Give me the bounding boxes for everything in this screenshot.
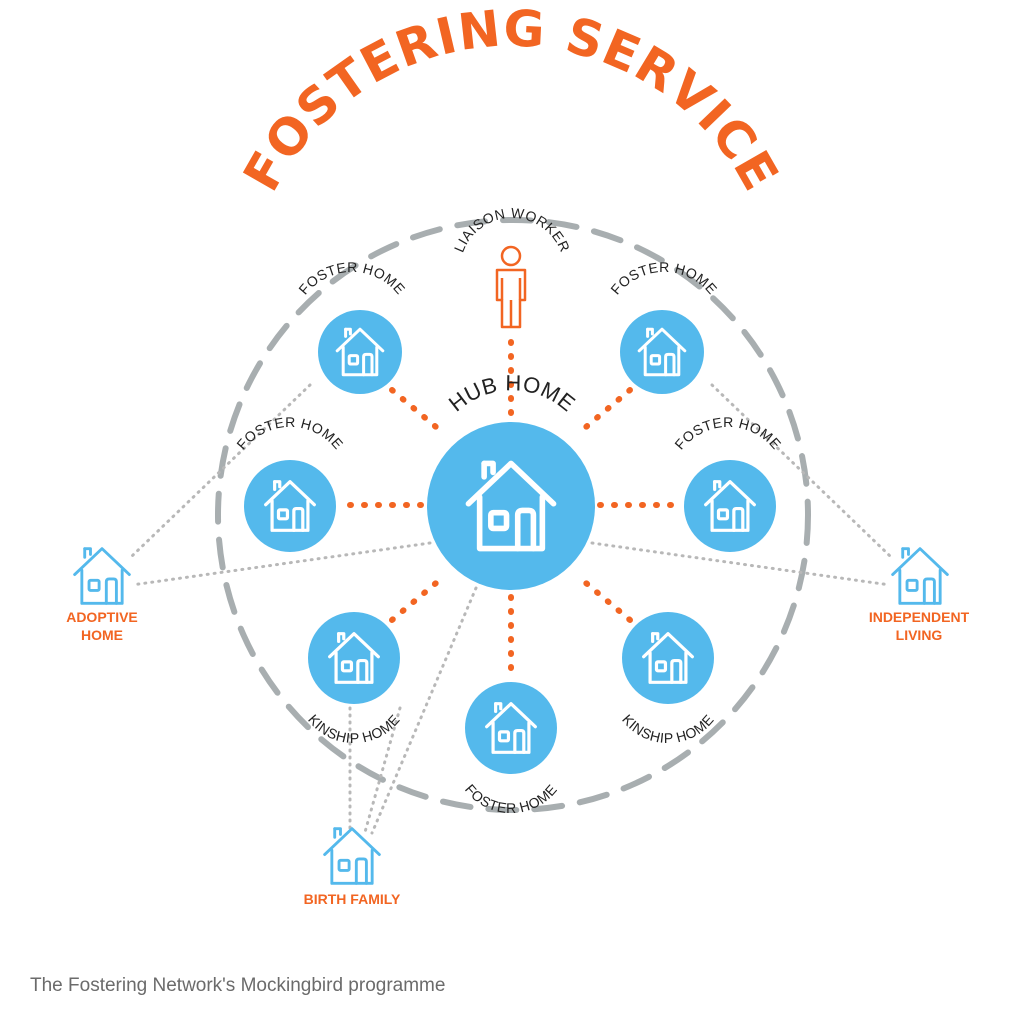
diagram-title-text: FOSTERING SERVICE — [232, 0, 788, 201]
caption: The Fostering Network's Mockingbird prog… — [30, 975, 446, 996]
satellite-kinship-bottom-right: KINSHIP HOME — [619, 612, 716, 746]
satellite-foster-top-left: FOSTER HOME — [295, 259, 408, 394]
diagram-title: FOSTERING SERVICE — [232, 0, 789, 201]
satellite-label: FOSTER HOME — [233, 414, 346, 452]
adoptive-home: ADOPTIVE HOME — [66, 547, 138, 643]
satellite-foster-bottom: FOSTER HOME — [462, 682, 560, 816]
hub-home: HUB HOME — [427, 370, 595, 590]
outer-connectors — [130, 383, 892, 835]
birth-family: BIRTH FAMILY — [304, 827, 401, 907]
satellite-label: FOSTER HOME — [607, 259, 720, 297]
satellite-foster-right: FOSTER HOME — [671, 414, 784, 552]
adoptive-home-label-line2: HOME — [81, 627, 123, 643]
service-boundary — [215, 217, 811, 813]
satellite-foster-top-right: FOSTER HOME — [607, 259, 720, 394]
independent-living: INDEPENDENT LIVING — [869, 547, 970, 643]
satellite-label: FOSTER HOME — [295, 259, 408, 297]
person-icon — [495, 245, 527, 329]
birth-family-label: BIRTH FAMILY — [304, 891, 401, 907]
satellite-kinship-bottom-left: KINSHIP HOME — [305, 612, 402, 746]
independent-living-label-line1: INDEPENDENT — [869, 609, 970, 625]
house-icon — [73, 547, 131, 605]
satellite-label: FOSTER HOME — [671, 414, 784, 452]
satellite-label-text: FOSTER HOME — [671, 414, 784, 452]
hub-spokes — [347, 339, 679, 681]
satellite-label-text: FOSTER HOME — [295, 259, 408, 297]
satellite-label-text: FOSTER HOME — [233, 414, 346, 452]
adoptive-home-label-line1: ADOPTIVE — [66, 609, 138, 625]
satellite-foster-left: FOSTER HOME — [233, 414, 346, 552]
house-icon — [323, 827, 381, 885]
house-icon — [891, 547, 949, 605]
satellite-label-text: FOSTER HOME — [607, 259, 720, 297]
independent-living-label-line2: LIVING — [896, 627, 943, 643]
